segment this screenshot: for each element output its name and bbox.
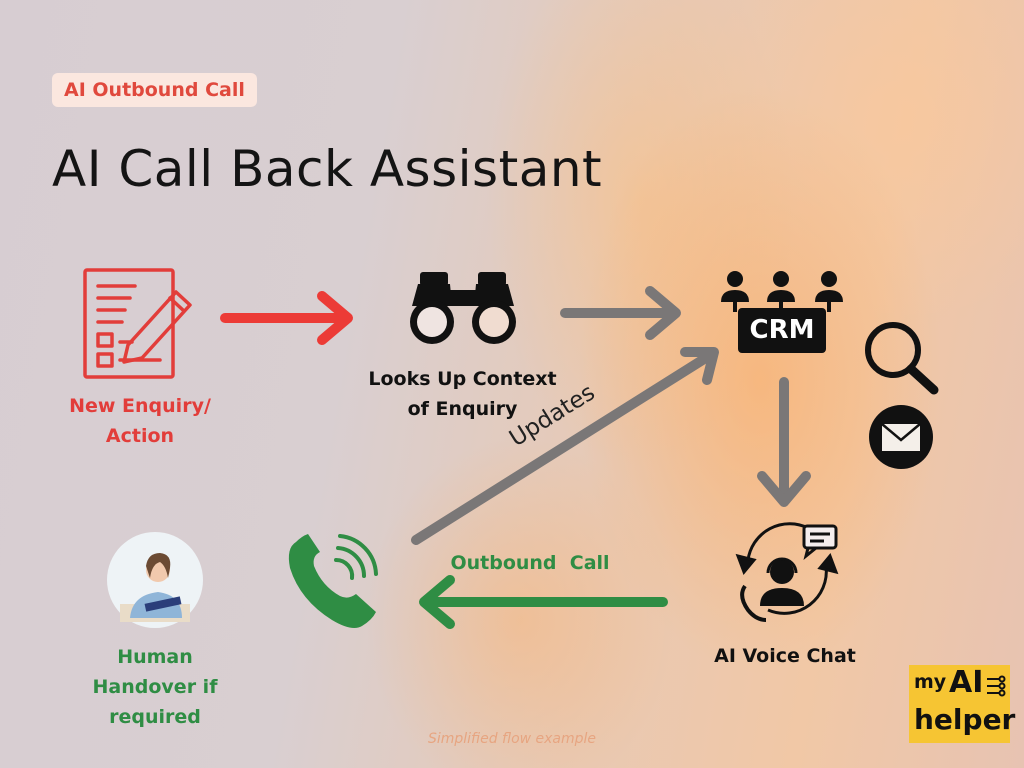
edge-label-outbound: Outbound Call xyxy=(450,552,610,574)
node-label-voice: AI Voice Chat xyxy=(714,645,856,667)
crm-icon xyxy=(721,271,843,353)
human-agent-avatar xyxy=(107,532,203,628)
arrow-enquiry-to-lookup xyxy=(220,291,353,345)
binoculars-icon xyxy=(410,272,516,344)
logo-my: my xyxy=(914,671,947,693)
phone-icon xyxy=(288,534,378,628)
logo-ai: AI xyxy=(949,665,984,700)
magnifier-icon xyxy=(865,322,939,395)
arrow-lookup-to-crm xyxy=(560,286,681,340)
circuit-icon xyxy=(987,675,1006,697)
crm-label: CRM xyxy=(749,315,815,345)
footnote: Simplified flow example xyxy=(427,731,597,747)
arrow-crm-to-voice xyxy=(757,377,811,507)
email-icon xyxy=(869,405,933,469)
node-label-human: Human Handover if required xyxy=(92,646,218,728)
enquiry-form-icon xyxy=(83,268,192,379)
page-title: AI Call Back Assistant xyxy=(52,140,603,198)
node-label-lookup: Looks Up Context of Enquiry xyxy=(368,368,557,420)
logo-helper: helper xyxy=(914,703,1016,736)
category-tag: AI Outbound Call xyxy=(52,73,257,107)
node-label-enquiry: New Enquiry/ Action xyxy=(69,395,211,447)
arrow-voice-to-phone xyxy=(419,575,668,629)
arrow-updates-to-crm xyxy=(411,347,719,545)
myaihelper-logo: my AI helper xyxy=(909,665,1015,743)
ai-voice-agent-icon xyxy=(735,522,839,622)
